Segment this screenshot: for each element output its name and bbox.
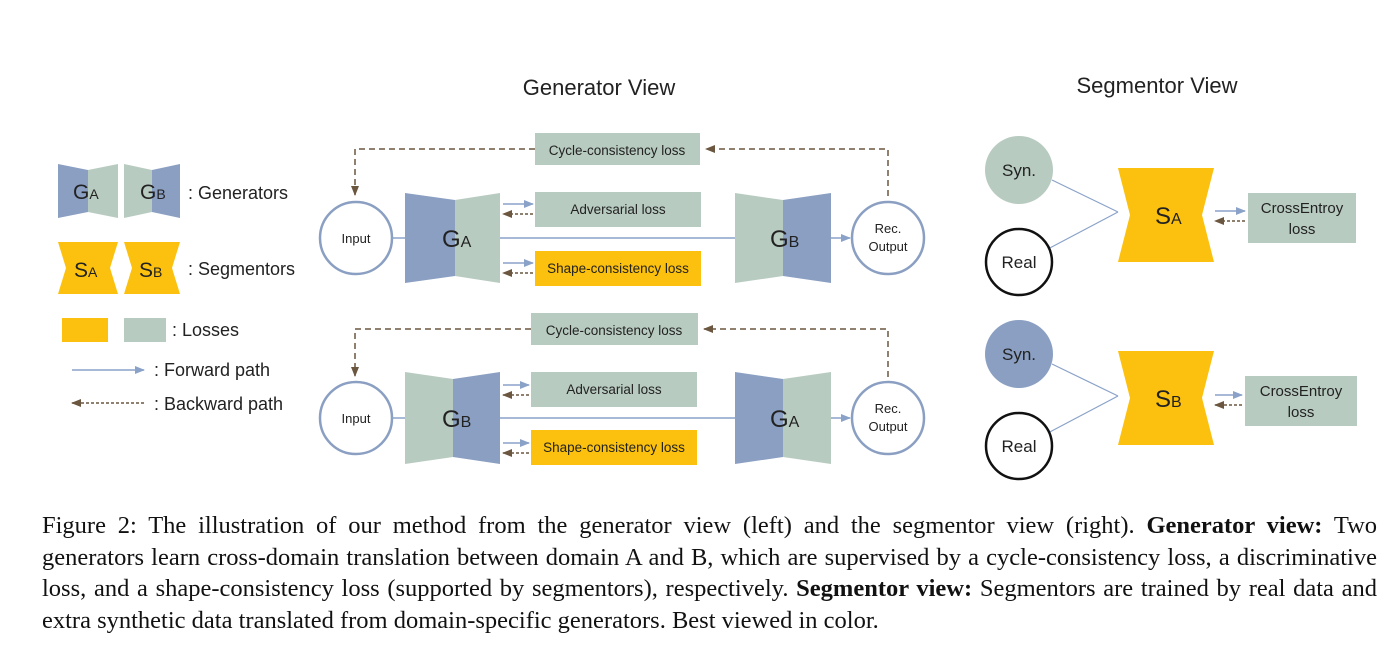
shape-consistency-loss-box	[535, 251, 701, 286]
svg-text:SB: SB	[139, 259, 162, 282]
svg-text:SA: SA	[1155, 203, 1182, 230]
cycle-loss-arrow-out	[351, 328, 531, 377]
figure-caption: Figure 2: The illustration of our method…	[42, 510, 1377, 636]
cycle-loss-arrow-in	[703, 325, 889, 377]
output-label-line2: Output	[868, 239, 907, 254]
cross-entropy-loss-box	[1245, 376, 1357, 426]
synthetic-data-node	[985, 136, 1053, 204]
generator-pipeline-bottom: Cycle-consistency loss Input GB Adversar…	[318, 313, 926, 465]
adversarial-loss-box	[535, 192, 701, 227]
real-data-node	[984, 411, 1054, 481]
output-label-line2: Output	[868, 419, 907, 434]
synthetic-data-node	[985, 320, 1053, 388]
segmentor-view-title: Segmentor View	[1076, 73, 1237, 98]
adversarial-loss-label: Adversarial loss	[570, 202, 666, 217]
generator-view-title: Generator View	[523, 75, 676, 100]
caption-generator-view-heading: Generator view:	[1146, 512, 1323, 539]
synthetic-label: Syn.	[1002, 161, 1036, 180]
segmentor-a-block	[1118, 168, 1214, 262]
cross-entropy-label-line1: CrossEntroy	[1261, 200, 1344, 217]
shape-consistency-loss-label: Shape-consistency loss	[547, 261, 689, 276]
generator-a-block	[405, 193, 455, 283]
real-label: Real	[1002, 253, 1037, 272]
svg-text:GB: GB	[140, 181, 166, 204]
cycle-loss-arrow-out	[351, 148, 535, 196]
legend-backward-label: : Backward path	[154, 394, 283, 414]
cycle-consistency-loss-label: Cycle-consistency loss	[546, 323, 683, 338]
legend-generator-a: GA	[58, 164, 118, 218]
svg-text:GA: GA	[73, 181, 99, 204]
cross-entropy-label-line1: CrossEntroy	[1260, 383, 1343, 400]
input-label: Input	[342, 411, 371, 426]
legend-segmentors-label: : Segmentors	[188, 259, 295, 279]
legend-segmentor-b: SB	[124, 242, 180, 294]
legend-segmentor-a: SA	[58, 242, 118, 294]
reconstructed-output-node	[850, 380, 926, 456]
adversarial-loss-box	[531, 372, 697, 407]
output-label-line1: Rec.	[875, 221, 902, 236]
real-data-node	[984, 227, 1054, 297]
shape-consistency-loss-label: Shape-consistency loss	[543, 440, 685, 455]
svg-text:GB: GB	[770, 226, 799, 253]
caption-segmentor-view-heading: Segmentor view:	[796, 575, 973, 602]
caption-intro: Figure 2: The illustration of our method…	[42, 512, 1135, 539]
svg-text:SB: SB	[1155, 386, 1182, 413]
svg-text:GA: GA	[770, 406, 800, 433]
cycle-loss-arrow-in	[705, 145, 889, 196]
svg-text:GB: GB	[442, 406, 471, 433]
legend-forward-label: : Forward path	[154, 360, 270, 380]
cycle-consistency-loss-label: Cycle-consistency loss	[549, 143, 686, 158]
caption-segmentor-view-text: Segmentors are trained by real data and …	[42, 575, 1377, 634]
adversarial-loss-label: Adversarial loss	[566, 382, 662, 397]
legend-loss-gray	[124, 318, 166, 342]
segmentor-branch-top: Syn. Real SA CrossEntroy loss	[984, 136, 1356, 297]
svg-text:SA: SA	[74, 259, 98, 282]
cross-entropy-label-line2: loss	[1288, 404, 1315, 421]
legend-generator-b: GB	[124, 164, 180, 218]
cross-entropy-label-line2: loss	[1289, 221, 1316, 238]
cycle-consistency-loss-box	[535, 133, 700, 165]
segmentor-b-block	[1118, 351, 1214, 445]
generator-b-block	[735, 193, 783, 283]
cross-entropy-loss-box	[1248, 193, 1356, 243]
synthetic-label: Syn.	[1002, 345, 1036, 364]
caption-generator-view-text: Two generators learn cross-domain transl…	[42, 512, 1378, 602]
legend: GA GB : Generators SA SB : Segmentors : …	[58, 164, 295, 414]
generator-b-block	[405, 372, 453, 464]
legend-generators-label: : Generators	[188, 183, 288, 203]
legend-losses-label: : Losses	[172, 320, 239, 340]
shape-consistency-loss-box	[531, 430, 697, 465]
real-label: Real	[1002, 437, 1037, 456]
input-label: Input	[342, 231, 371, 246]
output-label-line1: Rec.	[875, 401, 902, 416]
method-diagram: GA GB : Generators SA SB : Segmentors : …	[58, 73, 1357, 481]
legend-loss-yellow	[62, 318, 108, 342]
segmentor-branch-bottom: Syn. Real SB CrossEntroy loss	[984, 320, 1357, 481]
reconstructed-output-node	[850, 200, 926, 276]
svg-text:GA: GA	[442, 226, 472, 253]
generator-a-block	[735, 372, 783, 464]
cycle-consistency-loss-box	[531, 313, 698, 345]
generator-pipeline-top: Cycle-consistency loss Input GA Adversar…	[318, 133, 926, 286]
